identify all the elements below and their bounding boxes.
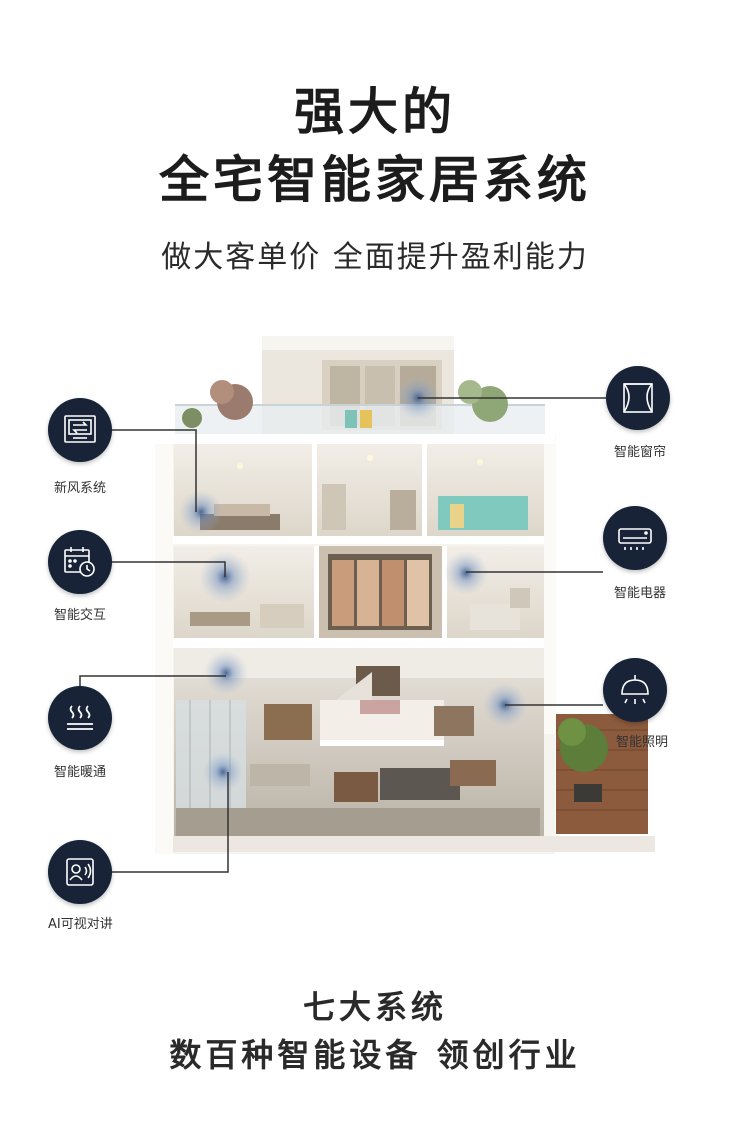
fresh-air-label: 新风系统 (54, 481, 107, 496)
heating-label: 智能暖通 (54, 765, 107, 780)
penthouse (175, 336, 545, 436)
curtain-label: 智能窗帘 (614, 445, 667, 460)
subtitle: 做大客单价 全面提升盈利能力 (161, 240, 589, 275)
interaction-label: 智能交互 (54, 608, 107, 623)
connector-heating (79, 675, 226, 688)
lighting-label: 智能照明 (616, 735, 669, 750)
heating-icon (48, 686, 112, 750)
air-conditioner-icon (603, 506, 667, 570)
connector-fresh-air (108, 429, 197, 512)
calendar-clock-icon (48, 530, 112, 594)
curtain-icon (606, 366, 670, 430)
ceiling-lamp-icon (603, 658, 667, 722)
patio (556, 714, 648, 834)
floor-3 (174, 444, 544, 536)
footer-line-2: 数百种智能设备 领创行业 (169, 1036, 581, 1074)
fresh-air-icon (48, 398, 112, 462)
footer-line-1: 七大系统 (302, 988, 447, 1026)
intercom-label: AI可视对讲 (48, 917, 113, 932)
video-intercom-icon (48, 840, 112, 904)
connector-interaction (108, 561, 226, 577)
connector-intercom (108, 772, 229, 873)
appliance-label: 智能电器 (614, 586, 667, 601)
title-line-2: 全宅智能家居系统 (159, 151, 591, 209)
title-line-1: 强大的 (294, 83, 456, 141)
